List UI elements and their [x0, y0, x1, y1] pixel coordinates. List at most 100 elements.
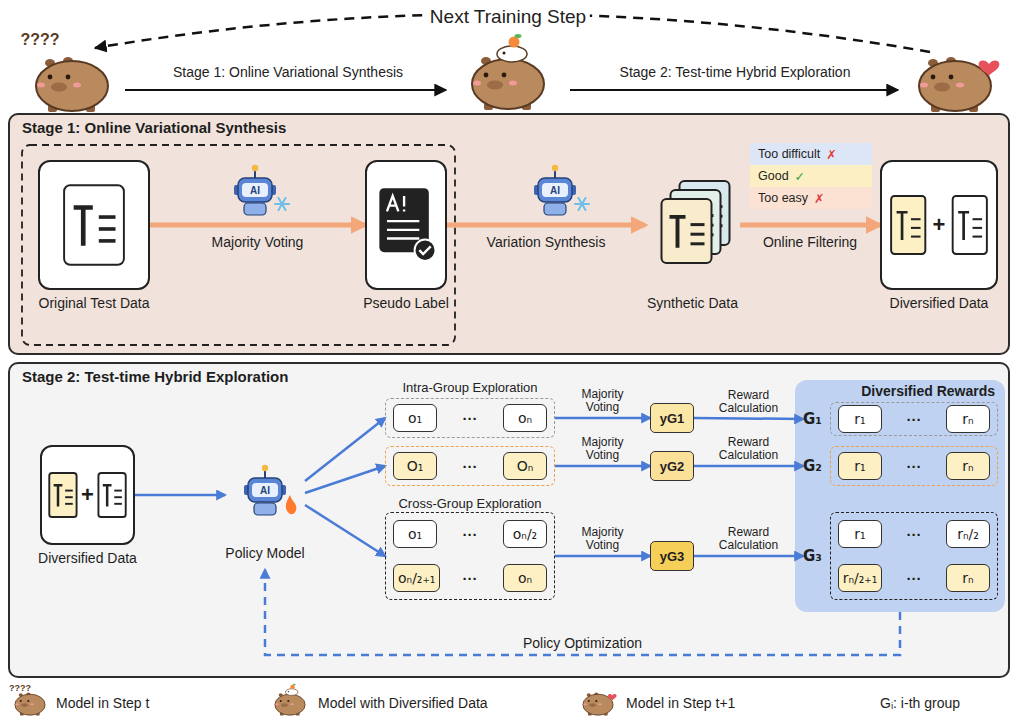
- t-glyph: [958, 212, 969, 240]
- cell-text: o₁: [408, 410, 422, 426]
- output-cell: o₁: [393, 520, 437, 548]
- filter-mark: ✓: [795, 169, 805, 184]
- text-line: [114, 490, 122, 492]
- blush: [583, 703, 586, 705]
- filter-text: Too difficult: [758, 147, 820, 161]
- antenna-tip: [552, 165, 558, 171]
- snowflake: [279, 198, 286, 210]
- node-shape: [365, 160, 447, 290]
- flow-arrow: [150, 223, 365, 228]
- reward-cell: rₙ: [946, 452, 990, 480]
- confusion-marks: ????: [20, 31, 59, 49]
- flow-arrow: [694, 418, 803, 419]
- filter-band: Good✓: [750, 165, 872, 187]
- edge-label: Reward Calculation: [714, 388, 784, 414]
- reward-cell: r₁: [838, 405, 882, 433]
- legend-text: Gᵢ: i-th group: [880, 695, 960, 711]
- data-box: +Diversified Data: [40, 445, 135, 575]
- stage-panel: Stage 2: Test-time Hybrid Exploration+Di…: [8, 362, 1010, 678]
- snout: [589, 703, 596, 707]
- node-shape: +: [880, 160, 998, 290]
- eye: [288, 691, 289, 692]
- capybara: [15, 693, 45, 716]
- cell-text: O₁: [407, 458, 424, 474]
- orange: [509, 37, 520, 48]
- text-line: [387, 237, 419, 239]
- caption: Synthetic Data: [647, 295, 738, 311]
- section-label: Intra-Group Exploration: [402, 380, 537, 395]
- eye: [20, 700, 22, 702]
- guinea-pig: [285, 689, 298, 696]
- flow-arrow: [265, 570, 900, 655]
- text-line: [99, 215, 116, 219]
- flame: [286, 495, 297, 514]
- page: [98, 473, 125, 517]
- node-shape: [38, 160, 150, 290]
- stage-panel: Stage 1: Online Variational SynthesisOri…: [8, 113, 1010, 355]
- heart: [608, 694, 617, 701]
- policy-model: Policy Model: [225, 450, 305, 570]
- rollout-group: ······o₁oₙ/₂oₙ/₂₊₁oₙ: [385, 512, 555, 600]
- antenna: [264, 471, 266, 478]
- capybara: [275, 684, 305, 716]
- cell-text: r₁: [854, 526, 865, 542]
- stage-arrow: [570, 89, 898, 91]
- snout: [487, 81, 503, 90]
- group-label: G₂: [803, 457, 822, 475]
- cell-text: oₙ/₂₊₁: [398, 570, 435, 586]
- stage-arrow-label: Stage 1: Online Variational Synthesis: [173, 64, 403, 80]
- eye: [595, 700, 597, 702]
- cell-text: Oₙ: [517, 458, 534, 474]
- flow-arrow: [694, 465, 803, 468]
- filter-band: Too difficult✗: [750, 143, 872, 165]
- edge-label: Majority Voting: [571, 436, 635, 462]
- text-line: [99, 227, 116, 231]
- capybara: [36, 57, 108, 112]
- body: [919, 61, 991, 111]
- blush: [290, 703, 293, 705]
- guinea-pig: [497, 46, 527, 62]
- node-shape: [645, 160, 740, 290]
- heart: [979, 60, 1000, 76]
- blush: [956, 83, 964, 88]
- blush: [920, 83, 928, 88]
- eye: [502, 73, 507, 78]
- group-label: G₃: [803, 547, 822, 565]
- document-icon: [953, 196, 987, 254]
- reward-cell: rₙ: [946, 405, 990, 433]
- flow-arrow: [555, 555, 650, 558]
- eye: [66, 75, 71, 80]
- robot-icon: [534, 165, 589, 215]
- flow-arrow: [305, 418, 385, 481]
- rollout-group: ···o₁oₙ: [385, 398, 555, 438]
- plus-sign: +: [81, 482, 94, 508]
- snout: [281, 703, 288, 707]
- eye: [949, 75, 954, 80]
- head: [238, 178, 272, 202]
- filter-text: Too easy: [758, 191, 808, 205]
- edge-label: Reward Calculation: [714, 526, 784, 552]
- robot-icon: [234, 165, 289, 215]
- body: [275, 694, 305, 715]
- text-line: [691, 242, 705, 245]
- vote-box: yG3: [650, 541, 694, 571]
- cell-text: rₙ: [962, 458, 973, 474]
- head: [248, 478, 282, 502]
- check: [419, 246, 430, 254]
- cell-text: rₙ: [962, 570, 973, 586]
- snout: [21, 703, 28, 707]
- page: [953, 196, 987, 254]
- t-glyph: [103, 485, 112, 506]
- blush: [37, 83, 45, 88]
- caption: Diversified Data: [890, 295, 989, 311]
- torso: [244, 203, 266, 215]
- vote-box: yG2: [650, 451, 694, 481]
- antenna-tip: [252, 165, 258, 171]
- label-box: Pseudo Label: [365, 160, 447, 335]
- vote-text: yG2: [660, 459, 685, 474]
- blush: [30, 703, 33, 705]
- torso: [254, 503, 276, 515]
- data-box: + Diversified Data: [880, 160, 998, 335]
